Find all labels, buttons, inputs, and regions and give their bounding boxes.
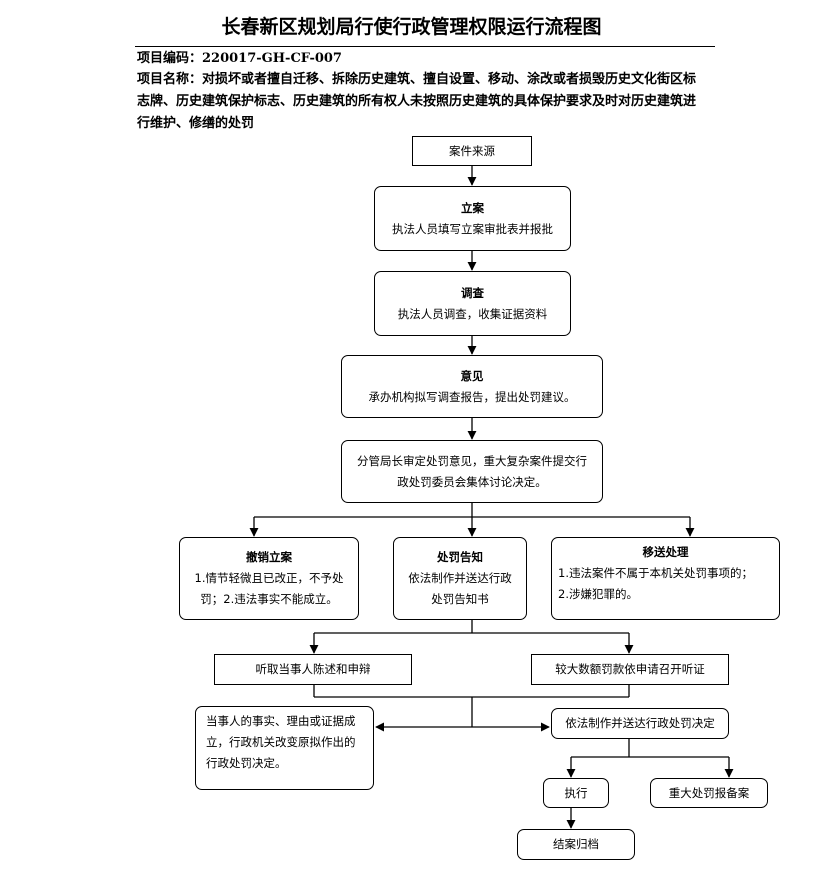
project-name: 项目名称：对损坏或者擅自迁移、拆除历史建筑、擅自设置、移动、涂改或者损毁历史文化… (137, 72, 697, 131)
title-underline (135, 46, 715, 47)
node-hearing: 较大数额罚款依申请召开听证 (531, 654, 729, 685)
node-review-line2: 政处罚委员会集体讨论决定。 (397, 474, 547, 489)
node-revoke-line2: 罚；2.违法事实不能成立。 (200, 592, 338, 606)
node-investigation-title: 调查 (461, 285, 484, 300)
node-investigation-text: 执法人员调查，收集证据资料 (397, 306, 548, 321)
node-filing-title: 立案 (461, 200, 484, 215)
node-penalty-notice: 处罚告知 依法制作并送达行政 处罚告知书 (393, 537, 527, 620)
node-notice-line1: 依法制作并送达行政 (408, 571, 512, 585)
node-close-archive: 结案归档 (517, 829, 635, 860)
node-revoke-line1: 1.情节轻微且已改正，不予处 (194, 571, 344, 585)
node-major-filing: 重大处罚报备案 (650, 778, 768, 808)
node-transfer-line1: 1.违法案件不属于本机关处罚事项的； (558, 566, 753, 580)
page-title: 长春新区规划局行使行政管理权限运行流程图 (221, 16, 602, 38)
node-revoke-title: 撤销立案 (246, 550, 292, 564)
node-filing: 立案 执法人员填写立案审批表并报批 (374, 186, 571, 251)
node-execute: 执行 (543, 778, 609, 808)
node-change-line3: 行政处罚决定。 (206, 756, 287, 770)
node-opinion: 意见 承办机构拟写调查报告，提出处罚建议。 (341, 355, 603, 418)
node-opinion-title: 意见 (460, 368, 484, 383)
node-transfer-line2: 2.涉嫌犯罪的。 (558, 587, 638, 601)
project-code: 项目编码：220017-GH-CF-007 (137, 51, 342, 66)
node-review-line1: 分管局长审定处罚意见，重大复杂案件提交行 (357, 453, 587, 468)
node-statement-defense: 听取当事人陈述和申辩 (214, 654, 412, 685)
node-notice-title: 处罚告知 (437, 550, 483, 564)
node-filing-text: 执法人员填写立案审批表并报批 (392, 221, 553, 236)
node-penalty-decision: 依法制作并送达行政处罚决定 (551, 708, 729, 739)
node-change-line1: 当事人的事实、理由或证据成 (206, 714, 356, 728)
node-decision-change: 当事人的事实、理由或证据成 立，行政机关改变原拟作出的 行政处罚决定。 (195, 706, 374, 790)
node-notice-line2: 处罚告知书 (431, 592, 489, 606)
node-opinion-text: 承办机构拟写调查报告，提出处罚建议。 (368, 389, 576, 404)
node-investigation: 调查 执法人员调查，收集证据资料 (374, 271, 571, 336)
node-revoke-filing: 撤销立案 1.情节轻微且已改正，不予处 罚；2.违法事实不能成立。 (179, 537, 359, 620)
node-change-line2: 立，行政机关改变原拟作出的 (206, 735, 356, 749)
node-case-source: 案件来源 (412, 136, 532, 166)
node-transfer-title: 移送处理 (642, 545, 689, 559)
node-transfer: 移送处理 1.违法案件不属于本机关处罚事项的； 2.涉嫌犯罪的。 (551, 537, 780, 620)
node-review: 分管局长审定处罚意见，重大复杂案件提交行 政处罚委员会集体讨论决定。 (341, 440, 603, 503)
